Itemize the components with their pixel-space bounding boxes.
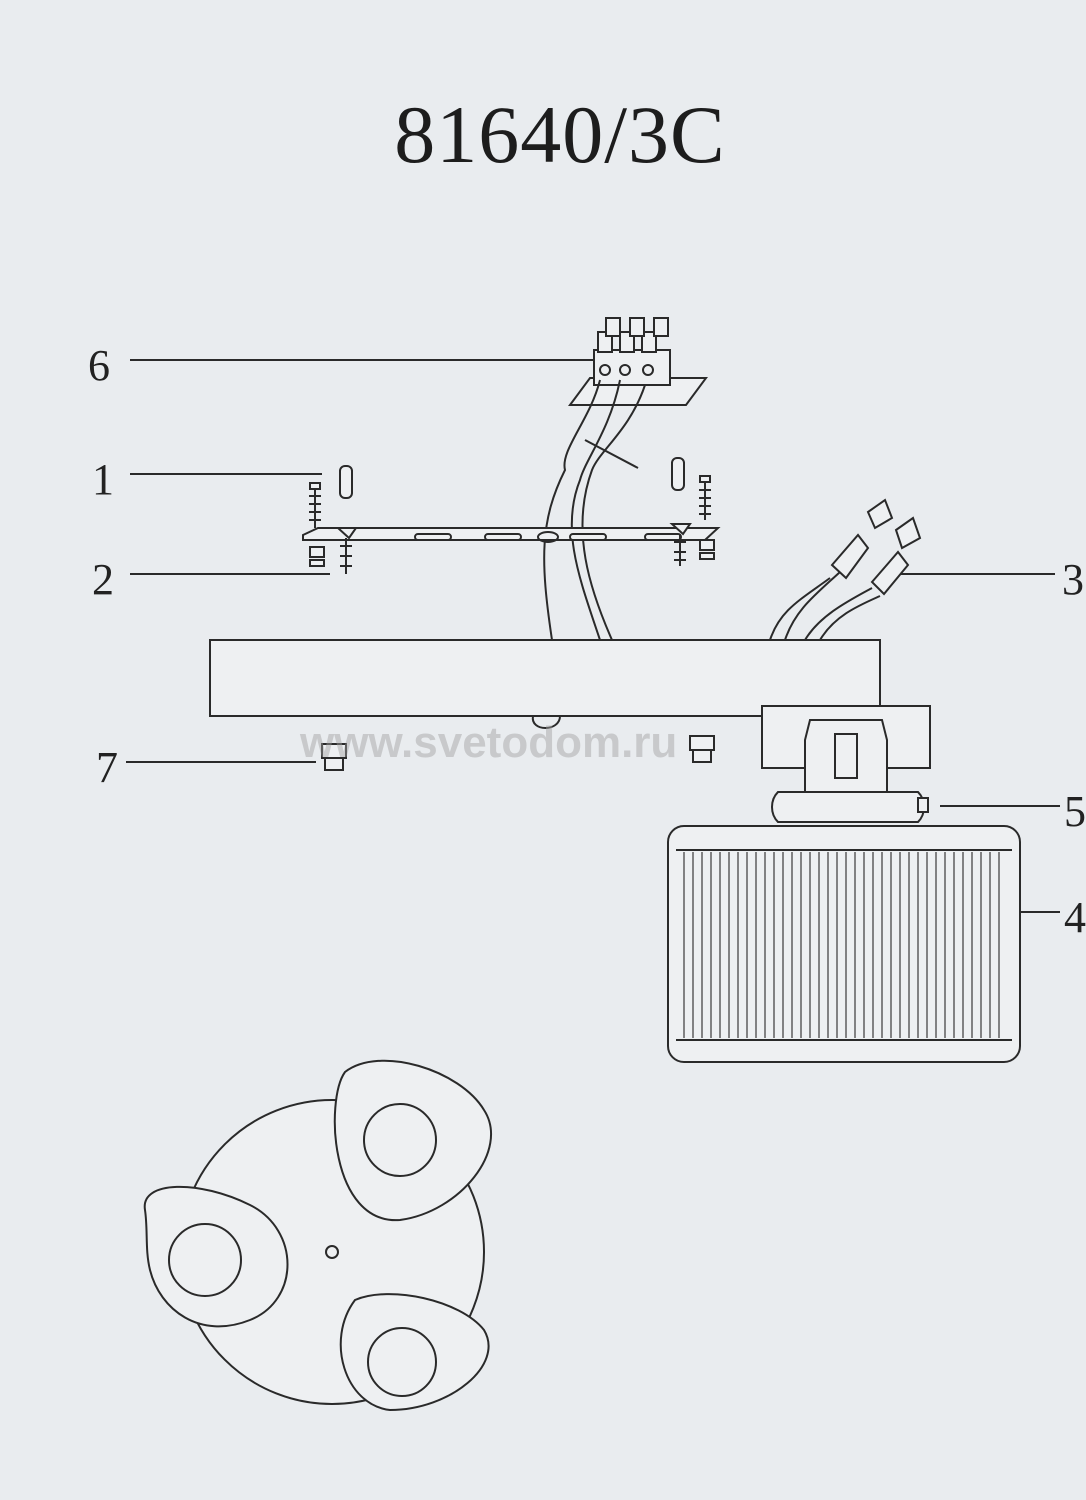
decorative-nuts — [321, 735, 715, 771]
leader-lines — [126, 359, 1060, 913]
base-plate — [209, 639, 881, 717]
left-fixing-set — [309, 465, 358, 574]
website-watermark: www.svetodom.ru — [300, 718, 678, 767]
ribbed-shade — [667, 825, 1021, 1063]
lampholder — [761, 705, 931, 823]
supply-cables — [543, 379, 646, 641]
callout-3: 3 — [1062, 555, 1084, 604]
callout-2: 2 — [92, 555, 114, 604]
callout-7: 7 — [96, 743, 118, 792]
top-view — [143, 1059, 492, 1412]
terminal-block — [568, 317, 708, 406]
wire-connectors — [769, 498, 922, 641]
callout-1: 1 — [92, 455, 114, 504]
model-number: 81640/3C — [394, 89, 726, 180]
right-fixing-set — [669, 457, 715, 566]
callout-6: 6 — [88, 341, 110, 390]
mounting-bracket — [302, 527, 721, 543]
callout-5: 5 — [1064, 787, 1086, 836]
center-knob — [531, 715, 561, 729]
fixing-screw — [917, 797, 929, 813]
callout-4: 4 — [1064, 893, 1086, 942]
